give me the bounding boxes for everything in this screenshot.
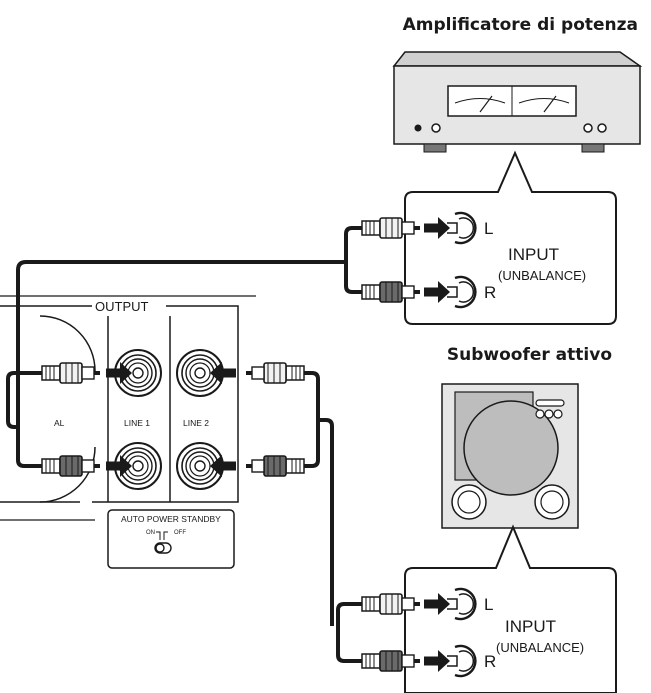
- subwoofer-l-label: L: [484, 595, 493, 614]
- amplifier-unbalance-label: (UNBALANCE): [498, 268, 586, 283]
- switch-on-label: ON: [146, 530, 155, 536]
- active-subwoofer: [441, 383, 579, 529]
- power-amplifier: [392, 51, 643, 153]
- line1-label: LINE 1: [124, 418, 150, 428]
- amplifier-input-label: INPUT: [508, 245, 559, 264]
- auto-power-standby-label: AUTO POWER STANDBY: [121, 514, 221, 524]
- subwoofer-unbalance-label: (UNBALANCE): [496, 640, 584, 655]
- partial-label: AL: [54, 418, 65, 428]
- line1-r-plug: [41, 455, 101, 477]
- subwoofer-input-callout: [404, 524, 617, 693]
- line2-r-plug: [245, 455, 305, 477]
- amplifier-r-label: R: [484, 283, 496, 302]
- cable-line2-to-subwoofer: [304, 371, 362, 663]
- subwoofer-r-label: R: [484, 652, 496, 671]
- output-label: OUTPUT: [95, 299, 149, 314]
- cable-line1-to-amplifier: [6, 226, 362, 468]
- line2-l-plug: [245, 362, 305, 384]
- amplifier-l-label: L: [484, 219, 493, 238]
- switch-off-label: OFF: [174, 530, 186, 536]
- amplifier-input-callout: [404, 150, 617, 325]
- subwoofer-title: Subwoofer attivo: [447, 345, 612, 365]
- line2-label: LINE 2: [183, 418, 209, 428]
- subwoofer-input-label: INPUT: [505, 617, 556, 636]
- auto-power-standby-switch: AUTO POWER STANDBY ON OFF: [107, 509, 235, 569]
- amplifier-title: Amplificatore di potenza: [403, 15, 638, 35]
- line1-l-plug: [41, 362, 101, 384]
